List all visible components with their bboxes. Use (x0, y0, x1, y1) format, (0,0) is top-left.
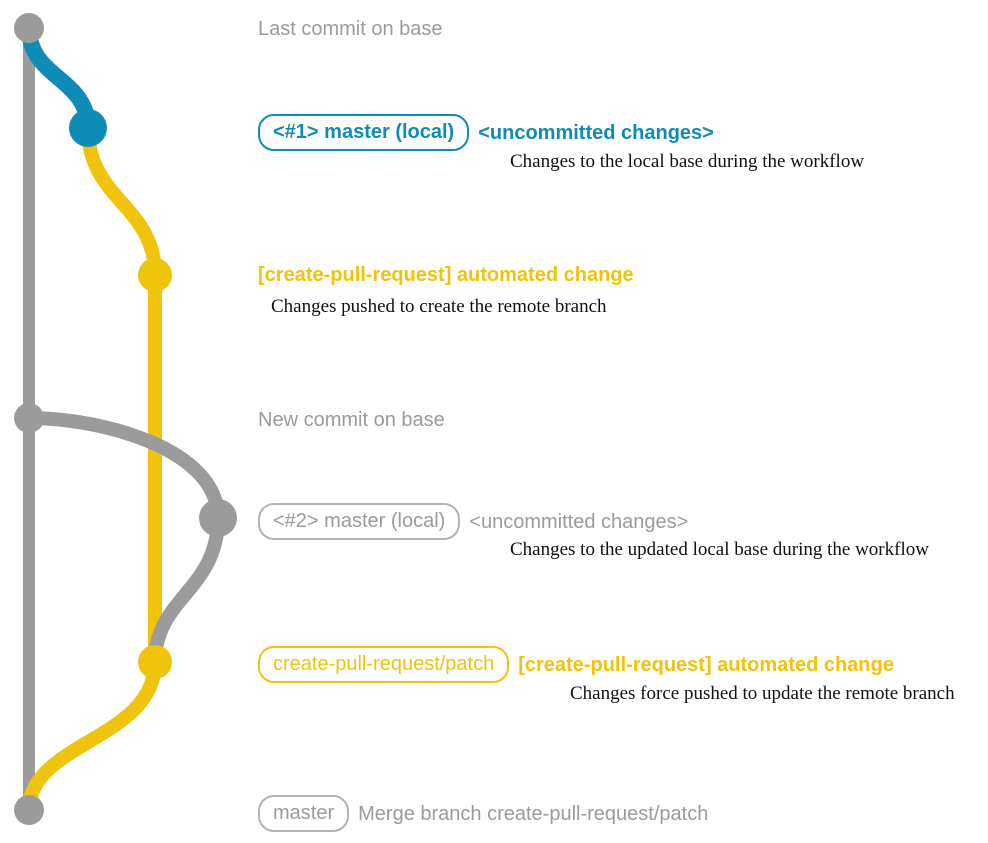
note-automated-change-1: Changes pushed to create the remote bran… (271, 296, 607, 317)
note-automated-change-2: Changes force pushed to update the remot… (570, 683, 955, 704)
commit-node-base-last (14, 13, 44, 43)
row-merge-branch: master Merge branch create-pull-request/… (258, 795, 708, 832)
branch-badge-master-local-1[interactable]: <#1> master (local) (258, 114, 470, 151)
updated-local-branch-line (22, 411, 225, 525)
commit-subject-uncommitted-changes-2: <uncommitted changes> (469, 510, 689, 533)
branch-badge-create-pull-request-patch[interactable]: create-pull-request/patch (258, 646, 510, 683)
row-uncommitted-changes-2: <#2> master (local) <uncommitted changes… (258, 503, 688, 540)
commit-node-patch-2 (138, 645, 172, 679)
row-automated-change-1: [create-pull-request] automated change (258, 263, 634, 287)
row-uncommitted-changes-1: <#1> master (local) <uncommitted changes… (258, 114, 714, 151)
commit-subject-automated-change-1: [create-pull-request] automated change (258, 264, 634, 286)
patch-merge-line (22, 655, 162, 817)
commit-subject-uncommitted-changes-1: <uncommitted changes> (478, 121, 714, 144)
commit-node-local-2 (199, 499, 237, 537)
commit-node-base-merge (14, 795, 44, 825)
branch-badge-master[interactable]: master (258, 795, 350, 832)
commit-subject-automated-change-2: [create-pull-request] automated change (518, 653, 894, 676)
note-uncommitted-changes-2: Changes to the updated local base during… (510, 539, 929, 560)
updated-local-to-patch-line (148, 511, 225, 669)
commit-node-base-new (14, 403, 44, 433)
heading-new-commit-on-base: New commit on base (258, 409, 445, 431)
commit-node-patch-1 (138, 258, 172, 292)
row-automated-change-2: create-pull-request/patch [create-pull-r… (258, 646, 894, 683)
commit-subject-merge-branch: Merge branch create-pull-request/patch (358, 802, 709, 825)
note-uncommitted-changes-1: Changes to the local base during the wor… (510, 151, 865, 172)
commit-node-local-1 (69, 109, 107, 147)
patch-branch-line (81, 121, 162, 669)
heading-last-commit-on-base: Last commit on base (258, 18, 443, 40)
branch-badge-master-local-2[interactable]: <#2> master (local) (258, 503, 461, 540)
